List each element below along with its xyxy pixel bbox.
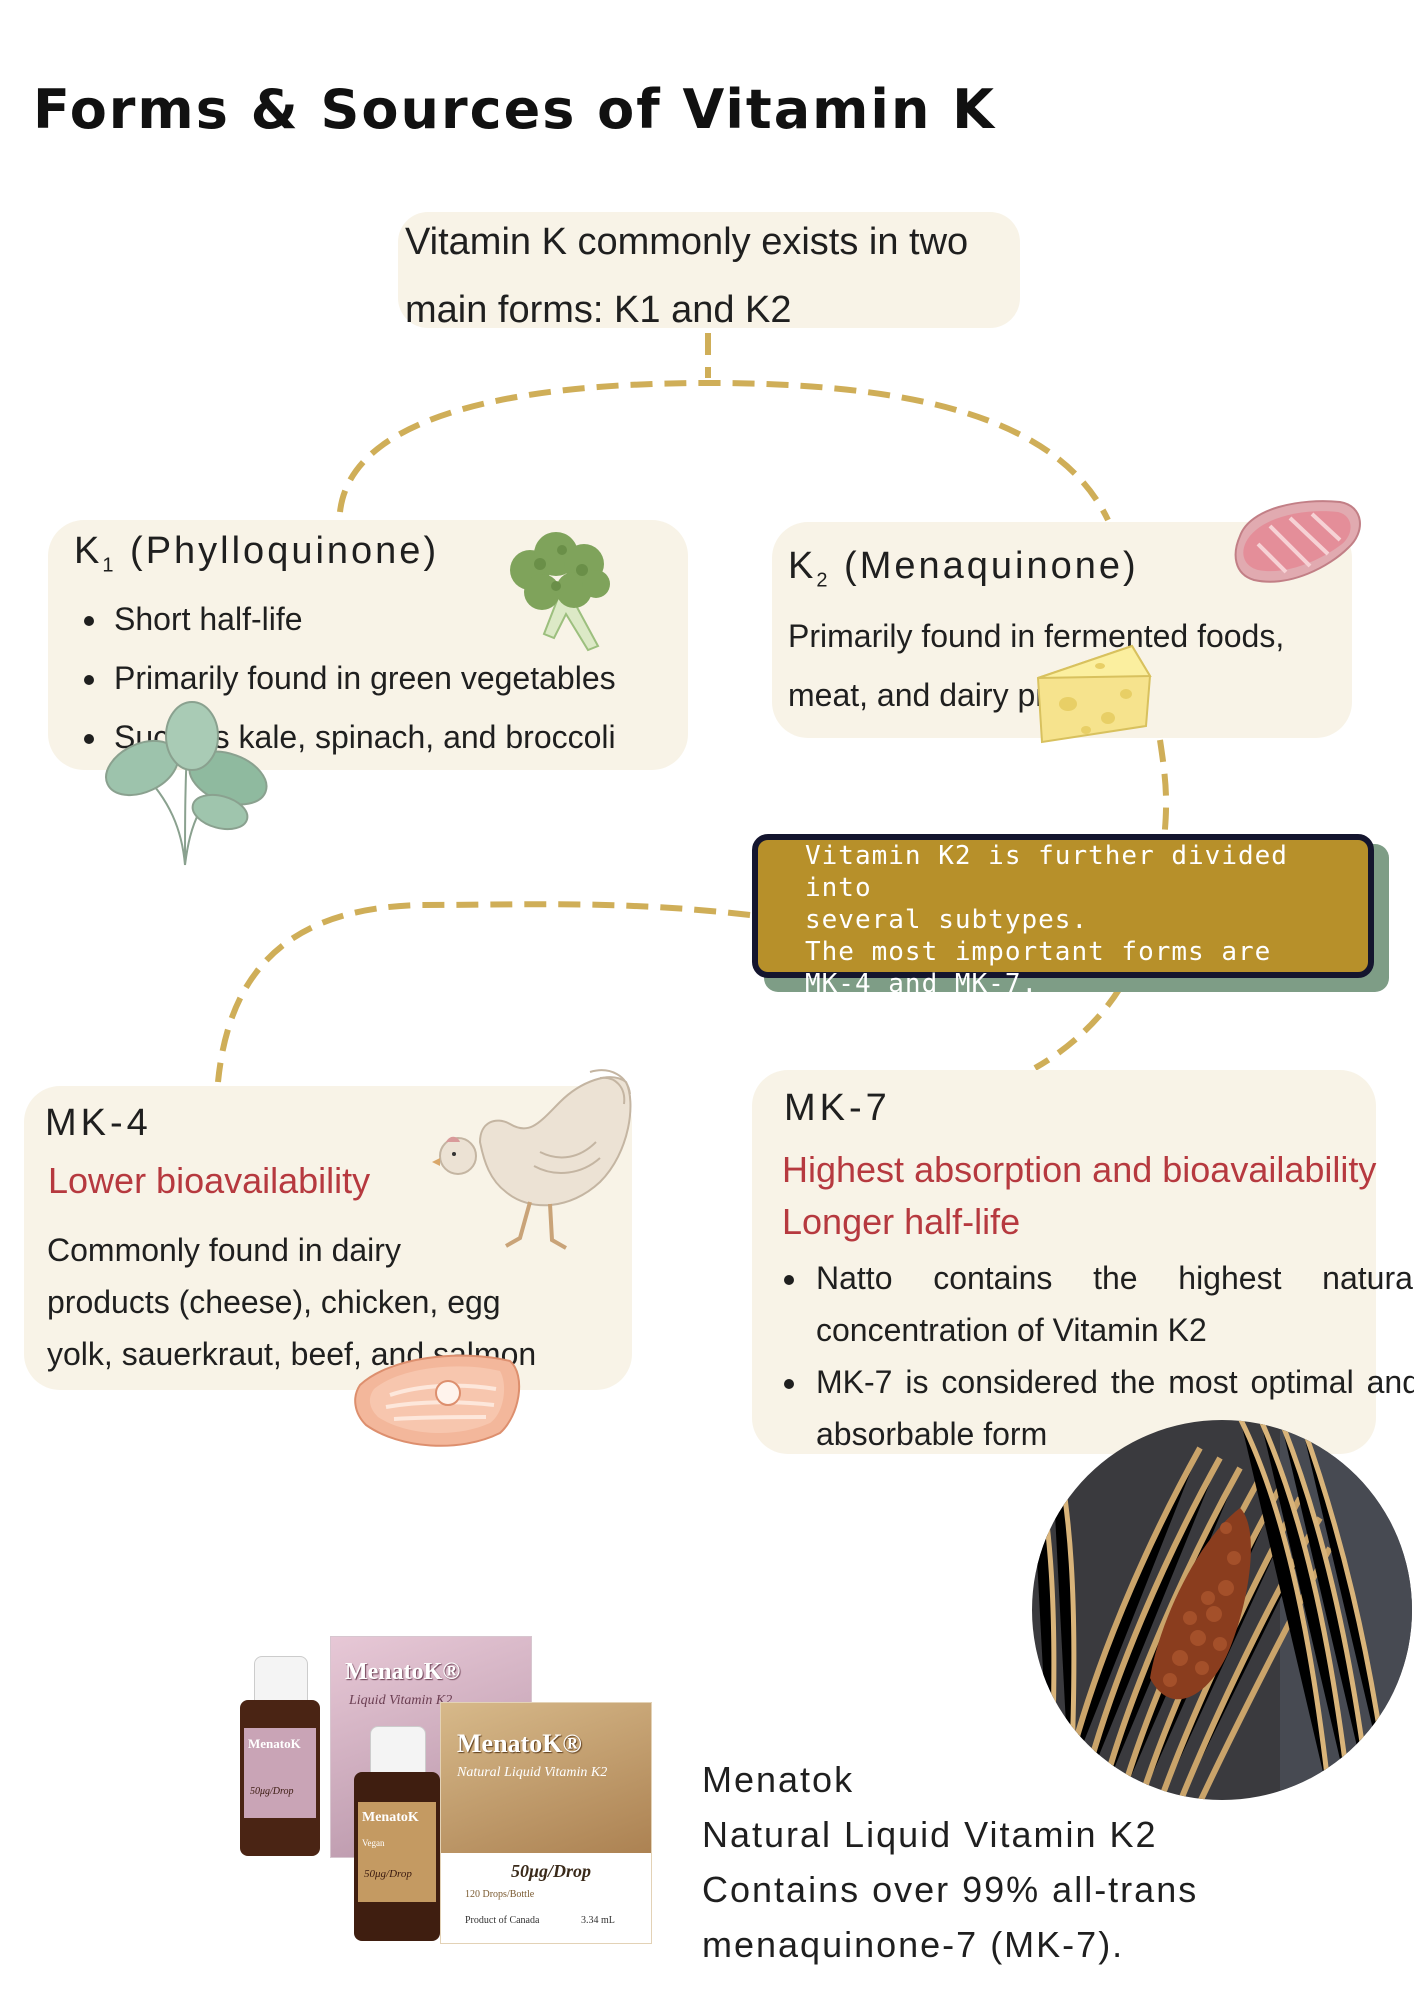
product-text: Menatok Natural Liquid Vitamin K2 Contai… bbox=[702, 1752, 1382, 1972]
bottle-2-body: MenatoK Vegan 50μg/Drop bbox=[354, 1772, 440, 1941]
intro-line-1: Vitamin K commonly exists in two bbox=[405, 221, 969, 263]
k1-title-letter: K bbox=[74, 530, 103, 572]
list-item: Primarily found in green vegetables bbox=[110, 649, 750, 708]
intro-card bbox=[398, 212, 1020, 328]
chicken-icon bbox=[432, 1069, 632, 1250]
product-box-front-panel bbox=[441, 1853, 651, 1943]
connector-k2-to-subtypes bbox=[1157, 739, 1170, 841]
product-line-4: menaquinone-7 (MK-7). bbox=[702, 1924, 1125, 1965]
product-line-3: Contains over 99% all-trans bbox=[702, 1869, 1199, 1910]
product-box-back-brand: MenatoK® bbox=[345, 1659, 461, 1685]
k2-title-letter: K bbox=[788, 545, 817, 587]
bottle-1-dose: 50μg/Drop bbox=[250, 1786, 294, 1797]
bottle-2-vegan: Vegan bbox=[362, 1838, 385, 1848]
intro-line-2: main forms: K1 and K2 bbox=[405, 289, 792, 331]
k2-title-subscript: 2 bbox=[816, 569, 831, 592]
salmon-icon bbox=[354, 1354, 521, 1447]
mk7-card bbox=[752, 1070, 1376, 1454]
k2-title-rest: (Menaquinone) bbox=[830, 545, 1139, 587]
subtypes-text: Vitamin K2 is further divided into sever… bbox=[805, 840, 1365, 1000]
broccoli-icon bbox=[510, 532, 610, 652]
steak-icon bbox=[1234, 500, 1361, 583]
mk4-text: Commonly found in dairy products (cheese… bbox=[47, 1224, 607, 1380]
k1-title: K1 (Phylloquinone) bbox=[74, 530, 439, 578]
k2-text-line-1: Primarily found in fermented foods, bbox=[788, 618, 1285, 654]
mk7-subtitle-2: Longer half-life bbox=[782, 1201, 1021, 1242]
connector-subtypes-to-mk7 bbox=[1033, 986, 1123, 1071]
product-box-front-brand: MenatoK® bbox=[457, 1729, 582, 1758]
natto-photo bbox=[1032, 1420, 1412, 1800]
list-item: Natto contains the highest natural conce… bbox=[810, 1252, 1414, 1356]
product-box-front: MenatoK® Natural Liquid Vitamin K2 50μg/… bbox=[440, 1702, 652, 1944]
k1-list: Short half-life Primarily found in green… bbox=[76, 590, 750, 767]
cheese-icon bbox=[1036, 644, 1152, 744]
bottle-1-body: MenatoK 50μg/Drop bbox=[240, 1700, 320, 1856]
subtypes-box bbox=[752, 834, 1374, 978]
product-box-front-volume: 3.34 mL bbox=[581, 1915, 615, 1926]
product-box-front-origin: Product of Canada bbox=[465, 1915, 540, 1926]
connector-to-k1 bbox=[337, 379, 1111, 522]
product-line-1: Menatok bbox=[702, 1759, 855, 1800]
product-box-front-sub: Natural Liquid Vitamin K2 bbox=[457, 1765, 608, 1780]
bottle-2: MenatoK Vegan 50μg/Drop bbox=[354, 1726, 440, 1941]
mk4-text-line-1: Commonly found in dairy bbox=[47, 1232, 401, 1268]
bottle-2-label: MenatoK Vegan 50μg/Drop bbox=[358, 1802, 436, 1902]
mk4-subtitle: Lower bioavailability bbox=[48, 1160, 371, 1201]
mk7-subtitles: Highest absorption and bioavailability L… bbox=[782, 1144, 1376, 1248]
mk7-list: Natto contains the highest natural conce… bbox=[782, 1252, 1414, 1460]
subtypes-line-3: The most important forms are bbox=[805, 937, 1272, 967]
k1-title-rest: (Phylloquinone) bbox=[116, 530, 440, 572]
k2-title: K2 (Menaquinone) bbox=[788, 545, 1139, 593]
connector-subtypes-to-mk4 bbox=[215, 901, 751, 1083]
subtypes-line-4: MK-4 and MK-7. bbox=[805, 969, 1039, 999]
k1-title-subscript: 1 bbox=[102, 554, 117, 577]
product-box-back-sub: Liquid Vitamin K2 bbox=[349, 1693, 453, 1708]
mk7-subtitle-1: Highest absorption and bioavailability bbox=[782, 1149, 1377, 1190]
product-box-photo: MenatoK® Liquid Vitamin K2 MenatoK 50μg/… bbox=[240, 1636, 660, 1946]
bottle-1-brand: MenatoK bbox=[248, 1736, 301, 1751]
list-item: Short half-life bbox=[110, 590, 750, 649]
mk7-title: MK-7 bbox=[784, 1087, 891, 1129]
bottle-2-cap bbox=[370, 1726, 426, 1774]
subtypes-line-1: Vitamin K2 is further divided into bbox=[805, 841, 1288, 903]
bottle-1-cap bbox=[254, 1656, 308, 1702]
intro-text: Vitamin K commonly exists in two main fo… bbox=[405, 208, 1045, 344]
spinach-icon bbox=[105, 701, 268, 866]
subtypes-line-2: several subtypes. bbox=[805, 905, 1089, 935]
product-line-2: Natural Liquid Vitamin K2 bbox=[702, 1814, 1158, 1855]
bottle-1-label: MenatoK 50μg/Drop bbox=[244, 1728, 316, 1818]
mk4-title: MK-4 bbox=[45, 1102, 152, 1144]
page-title: Forms & Sources of Vitamin K bbox=[33, 78, 997, 141]
bottle-1: MenatoK 50μg/Drop bbox=[240, 1656, 320, 1856]
bottle-2-brand: MenatoK bbox=[362, 1810, 419, 1825]
bottle-2-dose: 50μg/Drop bbox=[364, 1868, 412, 1880]
product-box-front-drops: 120 Drops/Bottle bbox=[465, 1889, 535, 1900]
product-box-front-dose: 50μg/Drop bbox=[511, 1861, 592, 1881]
list-item: MK-7 is considered the most optimal and … bbox=[810, 1356, 1414, 1460]
mk4-text-line-2: products (cheese), chicken, egg bbox=[47, 1284, 501, 1320]
